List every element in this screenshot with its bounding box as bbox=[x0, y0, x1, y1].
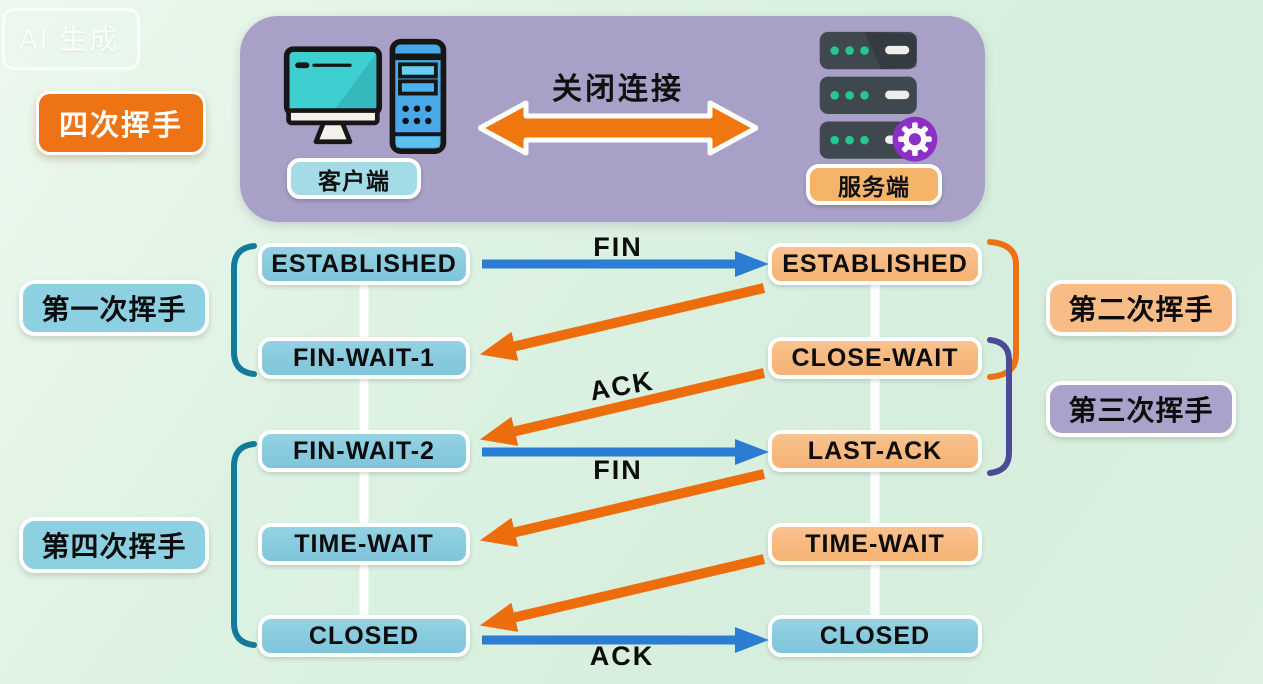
arrow-timewait-to-closed bbox=[479, 554, 766, 632]
state-server-established: ESTABLISHED bbox=[768, 243, 982, 285]
state-server-close-wait: CLOSE-WAIT bbox=[768, 337, 982, 379]
server-icon bbox=[819, 31, 938, 162]
message-label-fin-1: FIN bbox=[593, 232, 643, 262]
close-connection-label: 关闭连接 bbox=[552, 73, 684, 106]
bracket-first-wave bbox=[231, 243, 257, 377]
title-badge: 四次挥手 bbox=[36, 91, 206, 155]
message-label-fin-2: FIN bbox=[593, 455, 643, 485]
gear-icon bbox=[892, 116, 938, 162]
bracket-fourth-wave bbox=[231, 441, 257, 648]
state-client-closed: CLOSED bbox=[258, 615, 470, 657]
state-client-time-wait: TIME-WAIT bbox=[258, 523, 470, 565]
double-arrow-icon bbox=[478, 100, 758, 156]
state-client-fin-wait-2: FIN-WAIT-2 bbox=[258, 430, 470, 472]
phase-label-first-wave: 第一次挥手 bbox=[19, 280, 209, 336]
ai-watermark-badge: AI 生成 bbox=[2, 8, 141, 70]
state-client-fin-wait-1: FIN-WAIT-1 bbox=[258, 337, 470, 379]
message-label-ack-1: ACK bbox=[587, 365, 657, 407]
state-server-closed: CLOSED bbox=[768, 615, 982, 657]
state-client-established: ESTABLISHED bbox=[258, 243, 470, 285]
client-label: 客户端 bbox=[287, 158, 421, 199]
hero-panel: 客户端 关闭连接 bbox=[240, 16, 985, 222]
client-computer-icon bbox=[283, 38, 447, 154]
arrow-ack-established-to-finwait1 bbox=[479, 283, 766, 361]
message-label-ack-2: ACK bbox=[589, 641, 655, 671]
phase-label-fourth-wave: 第四次挥手 bbox=[19, 517, 209, 573]
bracket-second-wave bbox=[987, 239, 1019, 380]
server-label: 服务端 bbox=[806, 164, 942, 205]
state-server-time-wait: TIME-WAIT bbox=[768, 523, 982, 565]
phase-label-second-wave: 第二次挥手 bbox=[1046, 280, 1236, 336]
bracket-third-wave bbox=[987, 337, 1012, 476]
state-server-last-ack: LAST-ACK bbox=[768, 430, 982, 472]
phase-label-third-wave: 第三次挥手 bbox=[1046, 381, 1236, 437]
